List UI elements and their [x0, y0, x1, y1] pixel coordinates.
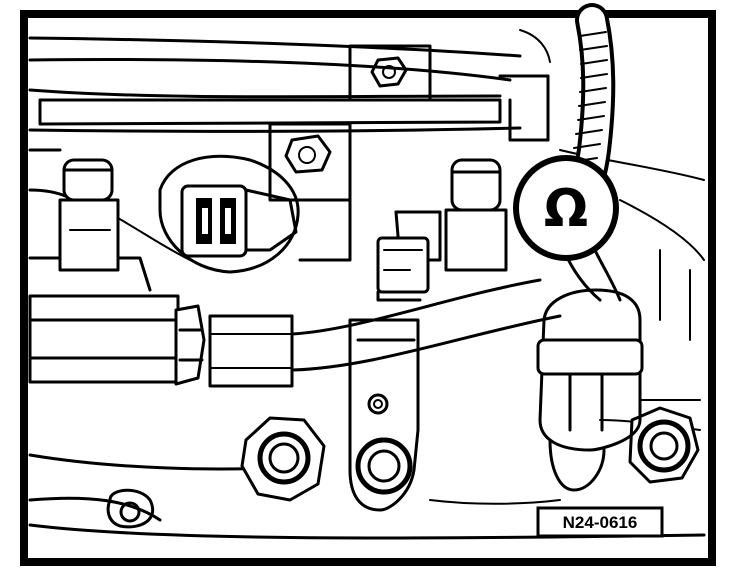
- mounting-nut-right: [628, 406, 700, 484]
- mounting-nut-left: [240, 416, 326, 502]
- reference-label: N24-0616: [536, 506, 664, 538]
- fuel-rail: [28, 36, 550, 142]
- injector-left: [58, 158, 120, 272]
- ohmmeter-symbol: Ω: [513, 155, 619, 261]
- small-bolt: [106, 488, 155, 529]
- pipe-clamp: [348, 318, 420, 512]
- injector-connector: [376, 210, 442, 302]
- ohm-icon: Ω: [544, 179, 588, 239]
- fuel-pipe: [28, 278, 562, 388]
- reference-code: N24-0616: [563, 513, 638, 532]
- sensor-connector: [158, 154, 300, 274]
- rail-bracket: [268, 122, 352, 262]
- injector-right: [444, 158, 508, 272]
